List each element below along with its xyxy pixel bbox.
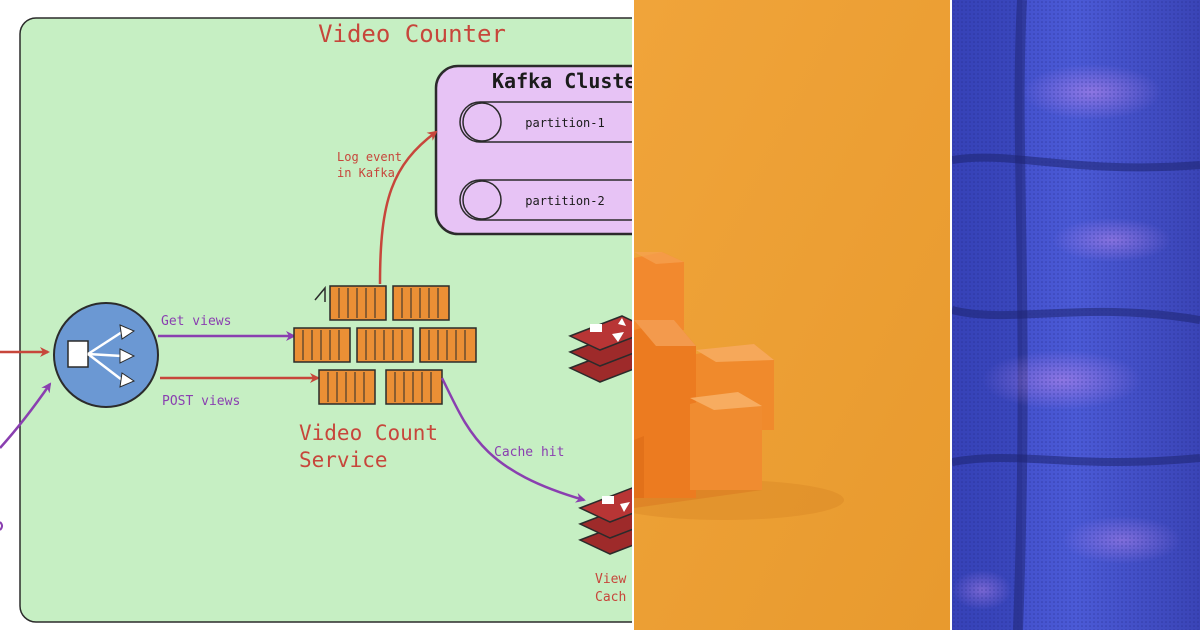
cache-hit-arrow: [440, 377, 586, 503]
blue-fabric-illustration: [952, 0, 1200, 630]
edge-fragment: [0, 521, 3, 531]
redis-cache-icon: [568, 315, 632, 383]
view-cache-redis-icon: [578, 487, 632, 555]
log-event-label-line2: in Kafka: [337, 166, 395, 180]
service-label-line2: Service: [299, 448, 388, 472]
view-cache-label-line2: Cach: [595, 590, 626, 605]
cache-hit-label: Cache hit: [494, 445, 564, 460]
partition-2: partition-2: [459, 179, 632, 221]
diagram-panel: Video Counter Kafka Cluster partition-1 …: [0, 17, 632, 623]
log-event-label-line1: Log event: [337, 150, 402, 164]
log-event-arrow: [378, 130, 438, 285]
view-cache-label-line1: View: [595, 572, 626, 587]
blue-quilted-fabric-photo: [952, 0, 1200, 630]
load-balancer-icon: [53, 302, 159, 408]
partition-1: partition-1: [459, 101, 632, 143]
orange-cubes-illustration: [634, 0, 950, 630]
container-stack-icon: [293, 285, 477, 405]
partition-2-label: partition-2: [525, 194, 604, 208]
get-views-label: Get views: [161, 314, 231, 329]
kafka-cluster-title: Kafka Cluster: [492, 69, 632, 93]
orange-cubes-photo: [634, 0, 950, 630]
video-counter-diagram: Video Counter Kafka Cluster partition-1 …: [0, 17, 632, 623]
diagram-title: Video Counter: [318, 20, 506, 48]
post-views-label: POST views: [162, 394, 240, 409]
service-label-line1: Video Count: [299, 421, 438, 445]
kafka-cluster: Kafka Cluster partition-1 partition-2: [434, 64, 632, 236]
incoming-client-arrow: [0, 382, 52, 449]
partition-1-label: partition-1: [525, 116, 604, 130]
